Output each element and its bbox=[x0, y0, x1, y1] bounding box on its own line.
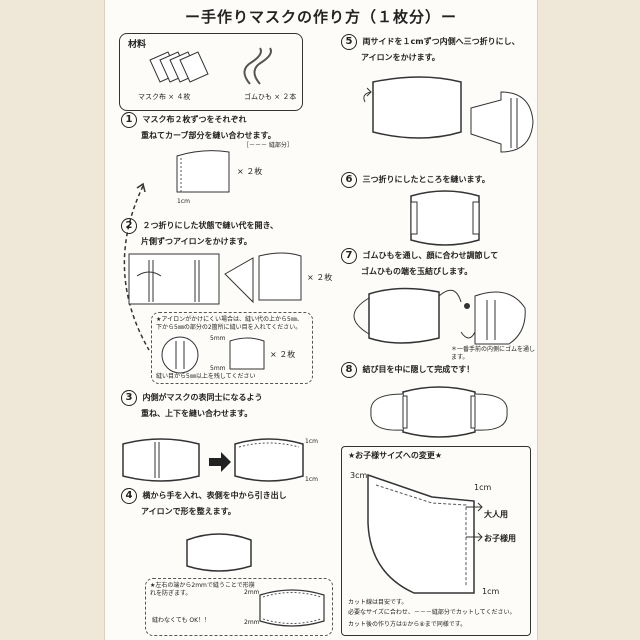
page-title: ー手作りマスクの作り方（１枚分）ー bbox=[184, 8, 457, 26]
kids-size-box: ★お子様サイズへの変更★ 3cm 1cm 大人用 お子様用 1cm カット線は目… bbox=[341, 446, 531, 636]
materials-box: 材料 マスク布 × ４枚 ゴムひも × ２本 bbox=[119, 33, 303, 111]
step-4: 4 横から手を入れ、表側を中から引き出し アイロンで形を整えます。 bbox=[121, 488, 287, 519]
instruction-sheet: ー手作りマスクの作り方（１枚分）ー 材料 マスク布 × ４枚 ゴムひも × ２本… bbox=[104, 0, 538, 640]
times-two-label: × ２枚 bbox=[270, 350, 296, 359]
step2-note-illustration bbox=[158, 333, 308, 373]
fabric-illustration bbox=[120, 34, 302, 110]
step3-illustration bbox=[121, 436, 311, 482]
step-text-line1: ゴムひもを通し、顔に合わせ調節して bbox=[362, 251, 499, 260]
times-two-label: × ２枚 bbox=[237, 167, 263, 176]
step5-illustration bbox=[361, 72, 541, 152]
step1-mask-illustration bbox=[173, 148, 233, 198]
kids-note-line3: カット後の作り方は①から⑧まで同様です。 bbox=[348, 621, 467, 628]
one-cm-label-2: 1cm bbox=[305, 476, 318, 483]
curved-arrow-icon bbox=[113, 180, 153, 360]
one-cm-label: 1cm bbox=[177, 198, 190, 205]
step-text-line2: アイロンで形を整えます。 bbox=[141, 507, 236, 516]
kids-size-pattern bbox=[346, 463, 496, 593]
step4-note-top: ★左右の端から2mmで縫うことで形崩れを防ぎます。 bbox=[150, 582, 255, 597]
step-text-line1: 両サイドを１cmずつ内側へ三つ折りにし、 bbox=[362, 37, 520, 46]
step6-illustration bbox=[405, 188, 485, 248]
step-3: 3 内側がマスクの表同士になるよう 重ね、上下を縫い合わせます。 bbox=[121, 390, 263, 421]
one-cm-label: 1cm bbox=[474, 483, 492, 492]
step-text-line1: 結び目を中に隠して完成です！ bbox=[362, 365, 475, 374]
step-1: 1 マスク布２枚ずつをそれぞれ 重ねてカーブ部分を縫い合わせます。 bbox=[121, 112, 276, 143]
step7-illustration bbox=[349, 282, 539, 362]
step-text-line1: ２つ折りにした状態で縫い代を開き、 bbox=[142, 221, 278, 230]
step2-note-text: ★アイロンがかけにくい場合は、縫い代の上から5㎜、下から5㎜の部分の2箇所に縫い… bbox=[156, 316, 303, 331]
step-8: 8 結び目を中に隠して完成です！ bbox=[341, 362, 474, 378]
kids-size-title: ★お子様サイズへの変更★ bbox=[348, 451, 443, 460]
step-number: 8 bbox=[341, 362, 357, 378]
step4-illustration bbox=[185, 528, 255, 574]
step-number: 3 bbox=[121, 390, 137, 406]
step-5: 5 両サイドを１cmずつ内側へ三つ折りにし、 アイロンをかけます。 bbox=[341, 34, 520, 65]
fabric-label: マスク布 × ４枚 bbox=[138, 93, 191, 101]
step7-note: ＊一番手前の内側にゴムを通します。 bbox=[451, 346, 536, 361]
five-mm-label: 5mm bbox=[210, 335, 226, 342]
step2-note-bottom: 縫い目から5㎜以上を残してください bbox=[156, 373, 256, 380]
one-cm-label: 1cm bbox=[305, 438, 318, 445]
step-number: 2 bbox=[121, 218, 137, 234]
kids-note-line2: 必要なサイズに合わせ、－－－縫部分でカットしてください。 bbox=[348, 609, 516, 616]
step-6: 6 三つ折りにしたところを縫います。 bbox=[341, 172, 490, 188]
step-2: 2 ２つ折りにした状態で縫い代を開き、 片側ずつアイロンをかけます。 bbox=[121, 218, 278, 249]
step-text-line2: アイロンをかけます。 bbox=[361, 53, 440, 62]
two-mm-label-2: 2mm bbox=[244, 619, 260, 626]
step4-note-mask bbox=[258, 585, 328, 631]
one-cm-label-2: 1cm bbox=[482, 587, 500, 596]
finished-mask-illustration bbox=[369, 382, 509, 442]
step4-note-box: ★左右の端から2mmで縫うことで形崩れを防ぎます。 縫わなくても OK！！ 2m… bbox=[145, 578, 333, 636]
step-text-line1: 三つ折りにしたところを縫います。 bbox=[362, 175, 490, 184]
step-number: 5 bbox=[341, 34, 357, 50]
step-text-line2: 片側ずつアイロンをかけます。 bbox=[141, 237, 252, 246]
times-two-label: × ２枚 bbox=[307, 273, 333, 282]
step-number: 7 bbox=[341, 248, 357, 264]
step2-mask-illustration bbox=[255, 250, 305, 306]
step-number: 6 bbox=[341, 172, 357, 188]
three-cm-label: 3cm bbox=[350, 471, 368, 480]
step4-note-bottom: 縫わなくても OK！！ bbox=[152, 617, 211, 624]
step2-ironing-illustration bbox=[129, 254, 259, 310]
step-text-line1: マスク布２枚ずつをそれぞれ bbox=[142, 115, 247, 124]
materials-heading: 材料 bbox=[128, 40, 147, 50]
kids-note-line1: カット線は目安です。 bbox=[348, 599, 408, 606]
step-text-line2: 重ねてカーブ部分を縫い合わせます。 bbox=[141, 131, 276, 140]
step-text-line1: 横から手を入れ、表側を中から引き出し bbox=[142, 491, 287, 500]
step-number: 1 bbox=[121, 112, 137, 128]
step-text-line2: 重ね、上下を縫い合わせます。 bbox=[141, 409, 253, 418]
step-text-line2: ゴムひもの端を玉結びします。 bbox=[361, 267, 473, 276]
two-mm-label: 2mm bbox=[244, 589, 260, 596]
step2-note-box: ★アイロンがかけにくい場合は、縫い代の上から5㎜、下から5㎜の部分の2箇所に縫い… bbox=[151, 312, 313, 384]
child-size-label: お子様用 bbox=[484, 534, 516, 543]
step-7: 7 ゴムひもを通し、顔に合わせ調節して ゴムひもの端を玉結びします。 bbox=[341, 248, 498, 279]
elastic-label: ゴムひも × ２本 bbox=[244, 93, 297, 101]
step-text-line1: 内側がマスクの表同士になるよう bbox=[142, 393, 263, 402]
seam-legend: ［－－－ 縫部分］ bbox=[243, 142, 293, 149]
five-mm-label-2: 5mm bbox=[210, 365, 226, 372]
step-number: 4 bbox=[121, 488, 137, 504]
adult-size-label: 大人用 bbox=[484, 510, 508, 519]
